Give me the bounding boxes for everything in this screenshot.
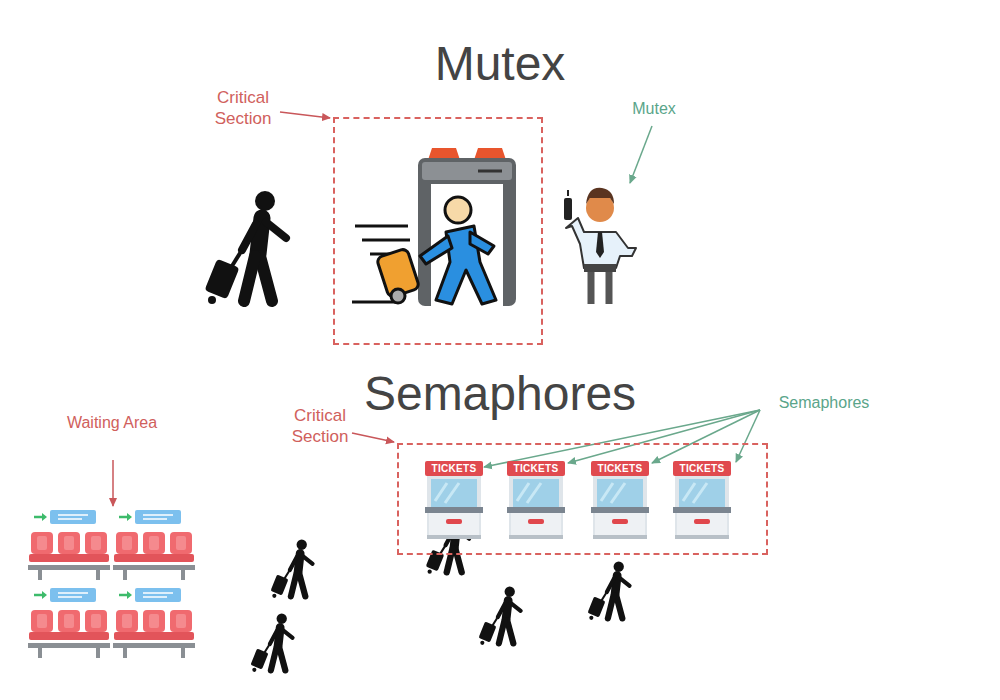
- travellers: [250, 514, 629, 672]
- ticket-booth: TICKETS: [507, 461, 565, 539]
- booth-sign: TICKETS: [591, 461, 649, 476]
- booth-sign: TICKETS: [425, 461, 483, 476]
- callout-label: Mutex: [618, 100, 690, 118]
- booth-sign: TICKETS: [507, 461, 565, 476]
- section-label: Critical Section: [193, 87, 293, 129]
- section-label: Critical Section: [270, 405, 370, 447]
- ticket-booth: TICKETS: [673, 461, 731, 539]
- critical-section-box: Critical SectionTICKETSTICKETSTICKETSTIC…: [397, 443, 768, 555]
- security-guard: [564, 188, 636, 304]
- traveller: [205, 191, 286, 304]
- callout-label: Semaphores: [756, 394, 892, 412]
- area-label: Waiting Area: [66, 414, 158, 432]
- ticket-booth: TICKETS: [425, 461, 483, 539]
- ticket-booth: TICKETS: [591, 461, 649, 539]
- metal-detector: [352, 148, 516, 306]
- critical-section-box: Critical Section: [333, 117, 543, 345]
- section-heading: Mutex: [360, 36, 640, 91]
- booth-sign: TICKETS: [673, 461, 731, 476]
- leader-arrows: [113, 112, 760, 506]
- waiting-seats: [28, 510, 195, 658]
- section-heading: Semaphores: [300, 366, 700, 421]
